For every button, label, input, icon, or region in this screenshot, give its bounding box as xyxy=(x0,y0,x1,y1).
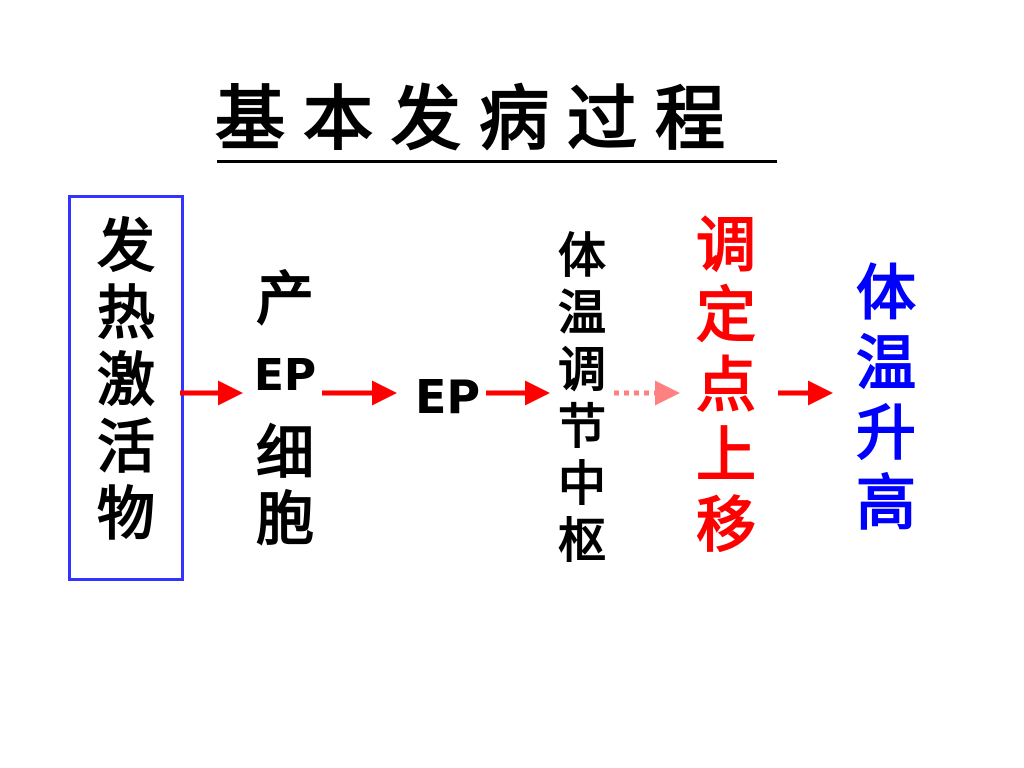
node-thermo-center: 体 温 调 节 中 枢 xyxy=(557,228,606,569)
activator-box xyxy=(68,195,184,581)
node-activator: 发 热 激 活 物 xyxy=(96,212,155,548)
title-underline xyxy=(217,160,777,163)
node-set-point: 调 定 点 上 移 xyxy=(696,211,756,561)
node-ep: EP xyxy=(415,370,481,424)
page-title: 基本发病过程 xyxy=(215,78,743,160)
ep-cell-bottom-label: 细 胞 xyxy=(255,419,314,553)
ep-cell-ep-label: EP xyxy=(253,350,317,401)
node-result: 体 温 升 高 xyxy=(856,259,916,539)
node-ep-cell: 产 EP 细 胞 xyxy=(240,250,330,568)
ep-cell-top-label: 产 xyxy=(255,265,314,333)
